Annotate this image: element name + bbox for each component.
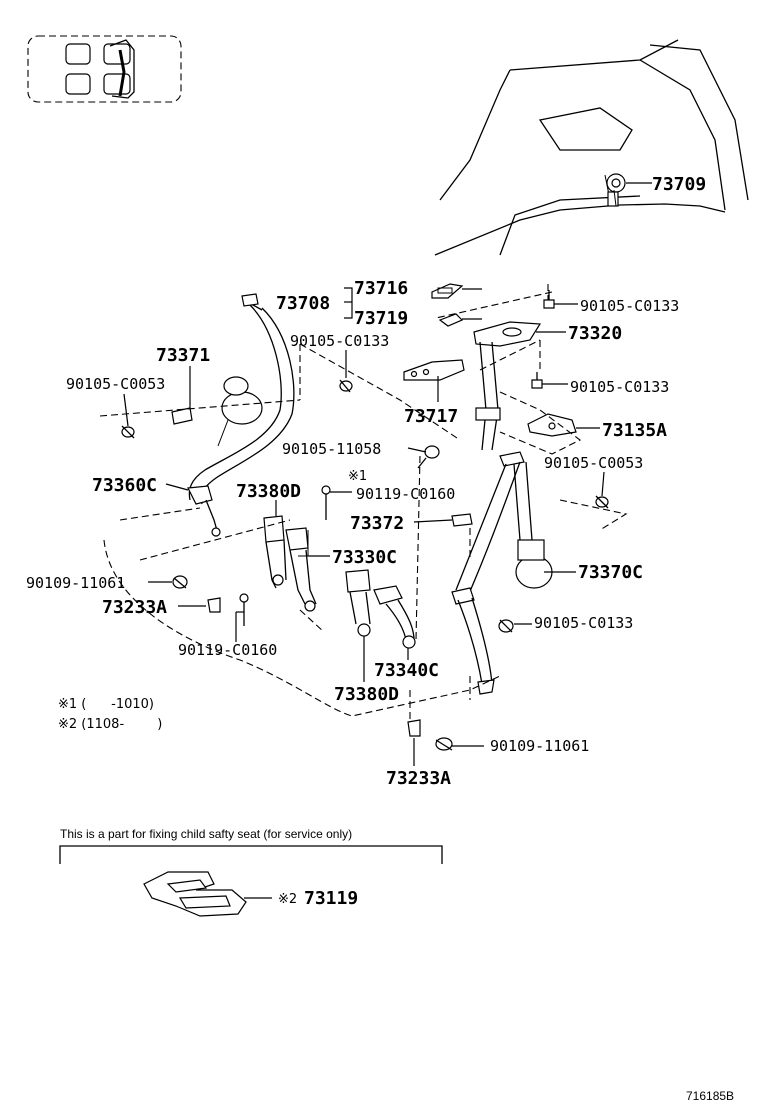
label-73372[interactable]: 73372 — [350, 513, 404, 534]
bolt-90119-C0160-top[interactable] — [321, 485, 331, 520]
bolt-90105-C0053-right[interactable] — [595, 495, 609, 509]
vehicle-body-outline — [434, 39, 749, 256]
part-73340C-buckle-assy[interactable] — [345, 569, 416, 649]
label-90109-11061-bottom[interactable]: 90109-11061 — [490, 737, 589, 755]
label-73708[interactable]: 73708 — [276, 293, 330, 314]
label-73233A-left[interactable]: 73233A — [102, 597, 167, 618]
label-73380D-lower[interactable]: 73380D — [334, 684, 399, 705]
bolt-90105-11058[interactable] — [417, 445, 440, 469]
label-73233A-bottom[interactable]: 73233A — [386, 768, 451, 789]
label-90105-C0053-right[interactable]: 90105-C0053 — [544, 454, 643, 472]
part-73709-anchor[interactable] — [606, 173, 626, 207]
part-73330C-buckle-assy[interactable] — [263, 515, 317, 612]
bolt-90109-11061-bottom[interactable] — [435, 737, 453, 751]
part-73135A-bracket[interactable] — [527, 413, 577, 437]
cover-73233A-left[interactable] — [207, 597, 221, 613]
part-73370C-belt-assy[interactable] — [451, 451, 553, 695]
label-73340C[interactable]: 73340C — [374, 660, 439, 681]
label-90105-C0133-mid[interactable]: 90105-C0133 — [570, 378, 669, 396]
label-73716[interactable]: 73716 — [354, 278, 408, 299]
part-73372-clip[interactable] — [451, 513, 473, 527]
mark-1: ※1 — [348, 469, 367, 484]
part-73716-cover[interactable] — [431, 283, 464, 299]
label-90105-C0053-left[interactable]: 90105-C0053 — [66, 375, 165, 393]
label-90105-11058[interactable]: 90105-11058 — [282, 440, 381, 458]
label-73360C[interactable]: 73360C — [92, 475, 157, 496]
cover-73233A-bottom[interactable] — [407, 719, 421, 737]
label-73370C[interactable]: 73370C — [578, 562, 643, 583]
part-labels: 73709 73716 73708 73719 90105-C0133 7332… — [26, 174, 706, 789]
part-73320-guide[interactable] — [473, 321, 542, 347]
leader-lines — [123, 182, 652, 766]
label-73119[interactable]: 73119 — [304, 888, 358, 909]
label-73709[interactable]: 73709 — [652, 174, 706, 195]
mark-2-inline: ※2 — [278, 892, 297, 907]
label-90105-C0133-top[interactable]: 90105-C0133 — [580, 297, 679, 315]
bolt-90109-11061-left[interactable] — [172, 575, 188, 589]
part-73360C-belt-assy[interactable] — [187, 293, 295, 537]
bolt-90105-C0133-left[interactable] — [339, 379, 353, 393]
seat-outline-dashed — [99, 284, 628, 720]
label-90119-C0160-top[interactable]: 90119-C0160 — [356, 485, 455, 503]
bolt-90119-C0160-bottom[interactable] — [239, 593, 249, 626]
center-shoulder-belt-webbing — [475, 341, 501, 451]
vehicle-locator-inset — [27, 35, 182, 103]
label-73717[interactable]: 73717 — [404, 406, 458, 427]
bolt-90105-C0133-bottom[interactable] — [498, 619, 514, 633]
label-90109-11061-left[interactable]: 90109-11061 — [26, 574, 125, 592]
bolt-90105-C0053-left[interactable] — [121, 425, 135, 439]
label-73330C[interactable]: 73330C — [332, 547, 397, 568]
part-73371-cover[interactable] — [171, 407, 193, 425]
part-73719-clip[interactable] — [438, 313, 464, 327]
label-73380D-upper[interactable]: 73380D — [236, 481, 301, 502]
bolt-90105-C0133-mid[interactable] — [531, 372, 543, 389]
note-1-date-range: ※1 ( -1010) — [58, 697, 154, 712]
part-73717-trim[interactable] — [403, 359, 465, 381]
service-caption: This is a part for fixing child safty se… — [60, 827, 352, 841]
note-2-date-range: ※2 (1108- ) — [58, 717, 162, 732]
label-90105-C0133-bottom[interactable]: 90105-C0133 — [534, 614, 633, 632]
part-73119-child-seat-anchor-plate[interactable] — [143, 871, 247, 917]
label-73135A[interactable]: 73135A — [602, 420, 667, 441]
label-90105-C0133-left[interactable]: 90105-C0133 — [290, 332, 389, 350]
bolt-90105-C0133-top[interactable] — [543, 290, 555, 309]
label-73320[interactable]: 73320 — [568, 323, 622, 344]
label-73371[interactable]: 73371 — [156, 345, 210, 366]
label-90119-C0160-bottom[interactable]: 90119-C0160 — [178, 641, 277, 659]
illustration-id: 716185B — [686, 1089, 734, 1103]
service-only-section: This is a part for fixing child safty se… — [59, 827, 443, 917]
label-73719[interactable]: 73719 — [354, 308, 408, 329]
